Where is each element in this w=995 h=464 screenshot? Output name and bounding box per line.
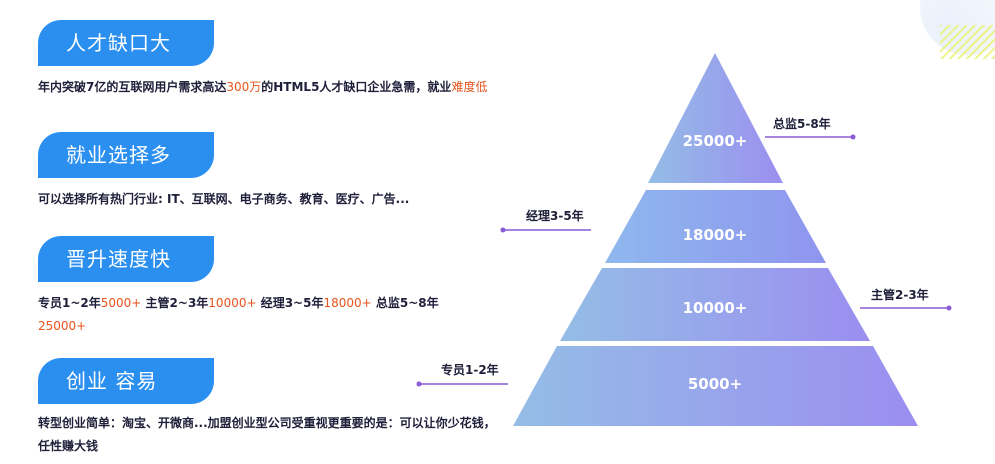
section-title-startup: 创业 容易 [38, 358, 214, 404]
annotation-label: 总监5-8年 [773, 116, 831, 131]
annotation-dot [500, 227, 506, 233]
section-desc-promotion: 专员1~2年5000+ 主管2~3年10000+ 经理3~5年18000+ 总监… [38, 292, 498, 338]
desc-text: 经理3~5年 [256, 296, 324, 310]
annotation-dot [416, 381, 422, 387]
desc-text: 专员1~2年 [38, 296, 101, 310]
pyramid-value-manager: 18000+ [683, 226, 748, 244]
desc-highlight: 25000+ [38, 319, 87, 333]
section-desc-talent-gap: 年内突破7亿的互联网用户需求高达300万的HTML5人才缺口企业急需，就业难度低 [38, 76, 508, 99]
section-desc-startup: 转型创业简单：淘宝、开微商...加盟创业型公司受重视更重要的是：可以让你少花钱，… [38, 416, 496, 453]
annotation-manager: 经理3-5年 [500, 208, 591, 233]
annotation-label: 主管2-3年 [871, 287, 929, 302]
section-desc-job-choices: 可以选择所有热门行业: IT、互联网、电子商务、教育、医疗、广告... [38, 192, 410, 206]
section-title-promotion: 晋升速度快 [38, 236, 214, 282]
section-title-talent-gap: 人才缺口大 [38, 20, 214, 66]
pyramid-level-supervisor [560, 268, 870, 341]
annotation-dot [946, 305, 952, 311]
annotation-dot [850, 134, 856, 140]
pyramid-level-specialist [513, 346, 918, 426]
desc-text: 的HTML5人才缺口企业急需，就业 [261, 80, 452, 94]
pyramid-level-director [648, 53, 783, 183]
annotation-label: 经理3-5年 [526, 208, 584, 223]
desc-highlight: 300万 [226, 80, 262, 94]
desc-text: 总监5~8年 [371, 296, 439, 310]
desc-text: 主管2~3年 [141, 296, 209, 310]
annotation-director: 总监5-8年 [765, 116, 856, 140]
desc-highlight: 18000+ [323, 296, 372, 310]
corner-decoration [910, 0, 995, 62]
desc-text: 年内突破7亿的互联网用户需求高达 [38, 80, 227, 94]
annotation-label: 专员1-2年 [441, 362, 499, 377]
desc-highlight: 难度低 [451, 80, 488, 94]
decorative-stripes [940, 25, 995, 59]
pyramid-value-director: 25000+ [683, 132, 748, 150]
annotation-specialist: 专员1-2年 [416, 362, 508, 387]
pyramid-value-supervisor: 10000+ [683, 299, 748, 317]
section-title-job-choices: 就业选择多 [38, 132, 214, 178]
annotation-supervisor: 主管2-3年 [860, 287, 952, 311]
desc-highlight: 10000+ [208, 296, 257, 310]
pyramid-value-specialist: 5000+ [688, 375, 742, 393]
pyramid-level-manager [605, 190, 826, 263]
desc-highlight: 5000+ [100, 296, 142, 310]
